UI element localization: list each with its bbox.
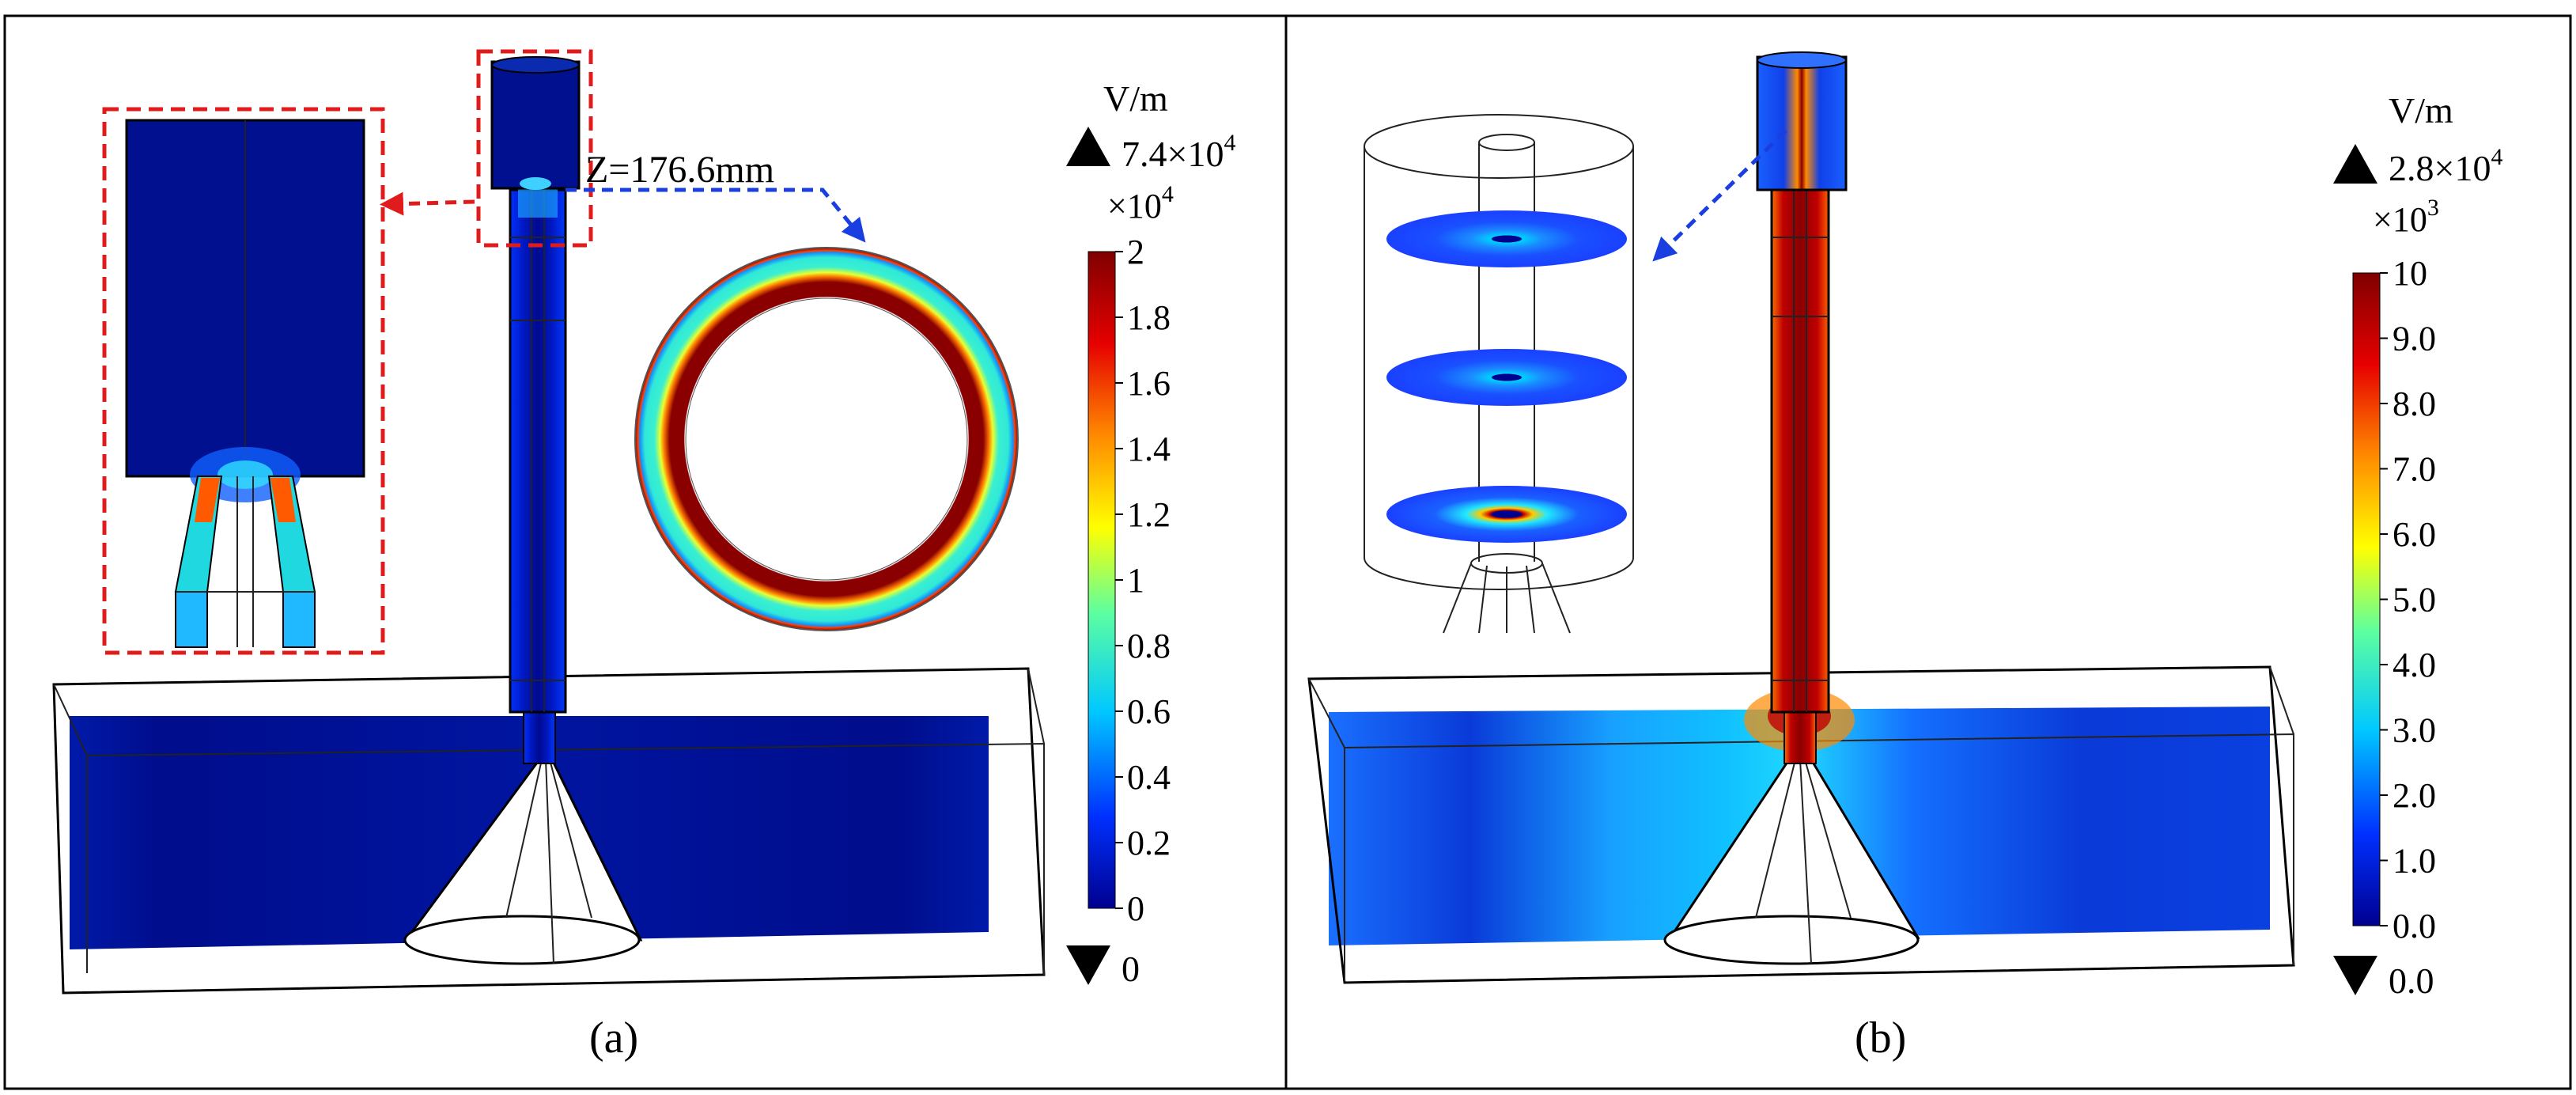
panel-a-min-triangle xyxy=(1066,945,1110,985)
colorbar-tick-label: 1.6 xyxy=(1127,364,1171,403)
panel-a-colorbar: V/m 7.4×104 ×104 2 1.8 1.6 1.4 1.2 1 0.8 0.6 0.4… xyxy=(1066,78,1235,989)
panel-b-slices-view xyxy=(1364,114,1634,634)
panel-b-tube xyxy=(1756,51,1848,714)
panel-b-domain-box xyxy=(1307,665,2295,984)
panel-a-zoom-inset xyxy=(102,107,385,655)
slice-top xyxy=(1386,210,1627,267)
panel-b-min-label: 0.0 xyxy=(2389,960,2434,1001)
panel-b-unit: V/m xyxy=(2389,90,2453,131)
colorbar-tick-label: 10 xyxy=(2393,254,2427,293)
colorbar-tick-label: 1 xyxy=(1127,561,1144,600)
panel-b-min-triangle xyxy=(2333,956,2377,995)
panel-b-section-arrow xyxy=(1652,129,1787,262)
slice-bottom xyxy=(1386,486,1627,543)
colorbar-tick-label: 1.4 xyxy=(1127,430,1171,468)
colorbar-tick-label: 0.0 xyxy=(2393,907,2436,945)
panel-b: V/m 2.8×104 ×103 10 9.0 8.0 7.0 6.0 5.0 4.0 3.0… xyxy=(1307,51,2502,1063)
panel-a-tube xyxy=(490,56,581,714)
colorbar-tick-label: 1.2 xyxy=(1127,495,1171,534)
colorbar-tick-label: 2.0 xyxy=(2393,776,2436,815)
colorbar-tick-label: 9.0 xyxy=(2393,320,2436,358)
slice-middle xyxy=(1386,349,1627,406)
colorbar-tick-label: 0 xyxy=(1127,889,1144,928)
colorbar-tick-label: 0.6 xyxy=(1127,692,1171,731)
panel-a-caption: (a) xyxy=(589,1014,638,1063)
panel-a-colorbar-gradient xyxy=(1088,251,1116,909)
panel-b-ticks: 10 9.0 8.0 7.0 6.0 5.0 4.0 3.0 2.0 1.0 0.0 xyxy=(2380,254,2436,945)
panel-a: Z=176.6mm V/m 7.4×104 ×104 2 1.8 1.6 1.4 1.2… xyxy=(52,49,1235,1063)
panel-a-cross-section-ring xyxy=(634,247,1019,631)
panel-a-scale: ×104 xyxy=(1107,181,1174,225)
panel-b-caption: (b) xyxy=(1855,1014,1906,1063)
panel-a-min-label: 0 xyxy=(1122,949,1140,989)
colorbar-tick-label: 3.0 xyxy=(2393,711,2436,750)
panel-b-colorbar: V/m 2.8×104 ×103 10 9.0 8.0 7.0 6.0 5.0 4.0 3.0… xyxy=(2333,90,2502,1001)
colorbar-tick-label: 0.4 xyxy=(1127,758,1171,797)
panel-a-annotation: Z=176.6mm xyxy=(585,149,774,191)
colorbar-tick-label: 2 xyxy=(1127,233,1144,271)
colorbar-tick-label: 1.8 xyxy=(1127,298,1171,337)
panel-a-max-triangle xyxy=(1066,127,1110,166)
colorbar-tick-label: 8.0 xyxy=(2393,385,2436,423)
colorbar-tick-label: 5.0 xyxy=(2393,581,2436,619)
panel-a-zoom-arrow xyxy=(380,191,475,216)
panel-b-colorbar-gradient xyxy=(2352,272,2381,926)
panel-b-frame xyxy=(1284,14,2572,1090)
colorbar-tick-label: 7.0 xyxy=(2393,450,2436,489)
panel-a-unit: V/m xyxy=(1103,78,1168,119)
panel-a-domain-box xyxy=(52,667,1046,995)
colorbar-tick-label: 4.0 xyxy=(2393,646,2436,684)
panel-a-focus-box xyxy=(476,49,593,248)
panel-a-max-label: 7.4×104 xyxy=(1122,130,1235,174)
panel-b-max-triangle xyxy=(2333,144,2377,184)
panel-b-max-label: 2.8×104 xyxy=(2389,144,2502,188)
colorbar-tick-label: 6.0 xyxy=(2393,515,2436,554)
colorbar-tick-label: 0.8 xyxy=(1127,627,1171,665)
colorbar-tick-label: 0.2 xyxy=(1127,824,1171,862)
panel-a-ticks: 2 1.8 1.6 1.4 1.2 1 0.8 0.6 0.4 0.2 0 xyxy=(1115,233,1171,928)
colorbar-tick-label: 1.0 xyxy=(2393,842,2436,881)
panel-a-section-arrow xyxy=(566,188,866,243)
panel-b-scale: ×103 xyxy=(2373,195,2439,239)
